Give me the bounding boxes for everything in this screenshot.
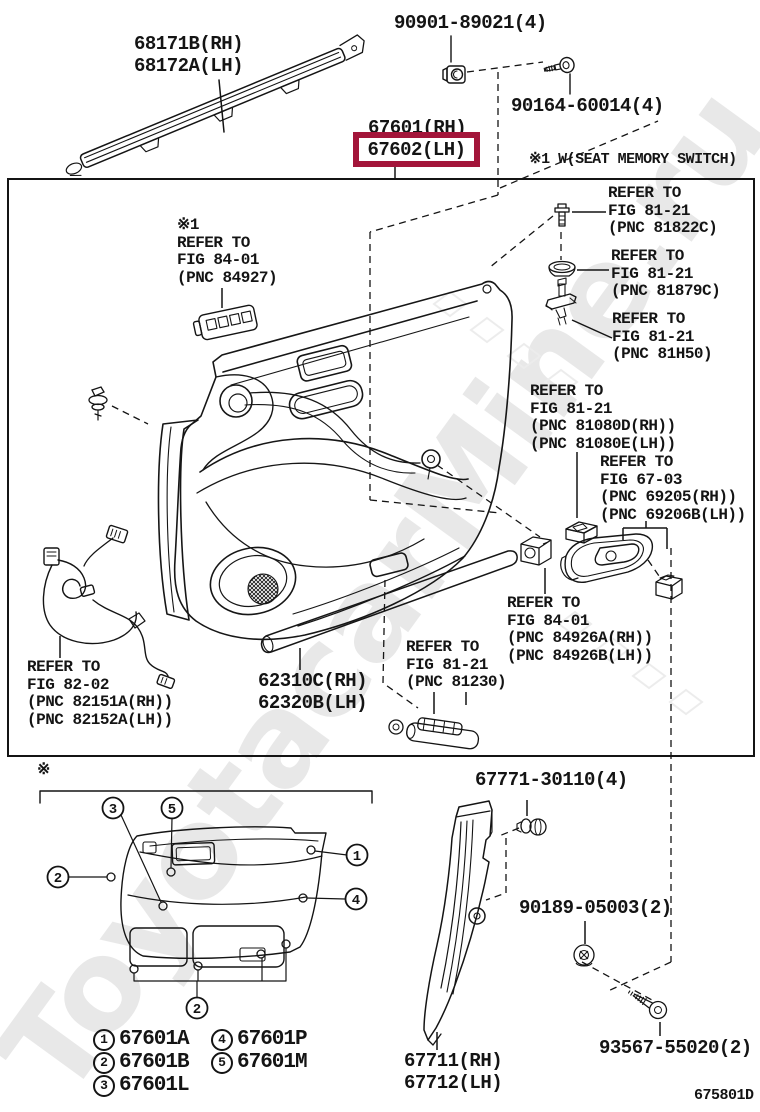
legend-num-5: 5 (211, 1051, 233, 1074)
mini-asterisk: ※ (37, 761, 50, 779)
legend-num-4: 4 (211, 1028, 233, 1051)
refer-fig8202: REFER TO FIG 82-02 (PNC 82151A(RH)) (PNC… (27, 658, 173, 729)
legend-num-1: 1 (93, 1028, 115, 1051)
callout-1: 1 (353, 849, 361, 865)
refer-fig8121-d: REFER TO FIG 81-21 (PNC 81080D(RH)) (PNC… (530, 382, 676, 453)
legend-code-5: 67601M (237, 1051, 308, 1074)
refer-fig8401-switch: ※1 REFER TO FIG 84-01 (PNC 84927) (177, 216, 278, 287)
refer-fig8121-a: REFER TO FIG 81-21 (PNC 81822C) (608, 184, 718, 237)
callout-5: 5 (168, 802, 176, 818)
legend-item-2: 2 67601B (93, 1051, 190, 1074)
refer-fig8401-handle: REFER TO FIG 84-01 (PNC 84926A(RH)) (PNC… (507, 594, 653, 665)
callout-2: 2 (54, 871, 62, 887)
part-label-clip-nut: 90901-89021(4) (394, 12, 547, 34)
part-label-screw-top: 90164-60014(4) (511, 95, 664, 117)
callout-2b: 2 (193, 1002, 201, 1018)
part-label-belt-moulding-outer: 68171B(RH) 68172A(LH) (134, 33, 244, 77)
part-label-cowl-side-trim: 67711(RH) 67712(LH) (404, 1050, 503, 1094)
callout-3: 3 (109, 802, 117, 818)
part-label-grommet-screw: 90189-05003(2) (519, 897, 672, 919)
diagram-frame (7, 178, 755, 757)
seat-memory-note: ※1 W(SEAT MEMORY SWITCH) (529, 151, 737, 168)
legend-item-1: 1 67601A (93, 1028, 190, 1051)
legend-item-3: 3 67601L (93, 1074, 190, 1097)
highlighted-part-box: 67602(LH) (353, 132, 480, 167)
legend-code-4: 67601P (237, 1028, 308, 1051)
refer-fig8121-c: REFER TO FIG 81-21 (PNC 81H50) (612, 310, 713, 363)
legend-item-5: 5 67601M (211, 1051, 308, 1074)
part-label-belt-moulding-inner: 62310C(RH) 62320B(LH) (258, 670, 368, 714)
legend-item-4: 4 67601P (211, 1028, 308, 1051)
legend-code-1: 67601A (119, 1028, 190, 1051)
refer-fig8121-e: REFER TO FIG 81-21 (PNC 81230) (406, 638, 507, 691)
refer-fig6703: REFER TO FIG 67-03 (PNC 69205(RH)) (PNC … (600, 453, 746, 524)
legend-num-2: 2 (93, 1051, 115, 1074)
refer-fig8121-b: REFER TO FIG 81-21 (PNC 81879C) (611, 247, 721, 300)
doc-code: 675801D (694, 1087, 754, 1104)
legend-code-3: 67601L (119, 1074, 190, 1097)
part-label-door-trim-lh: 67602(LH) (367, 138, 466, 161)
callout-4: 4 (352, 893, 360, 909)
legend-code-2: 67601B (119, 1051, 190, 1074)
part-label-clip-lower: 67771-30110(4) (475, 769, 628, 791)
legend-num-3: 3 (93, 1074, 115, 1097)
part-label-tapping-screw: 93567-55020(2) (599, 1037, 752, 1059)
